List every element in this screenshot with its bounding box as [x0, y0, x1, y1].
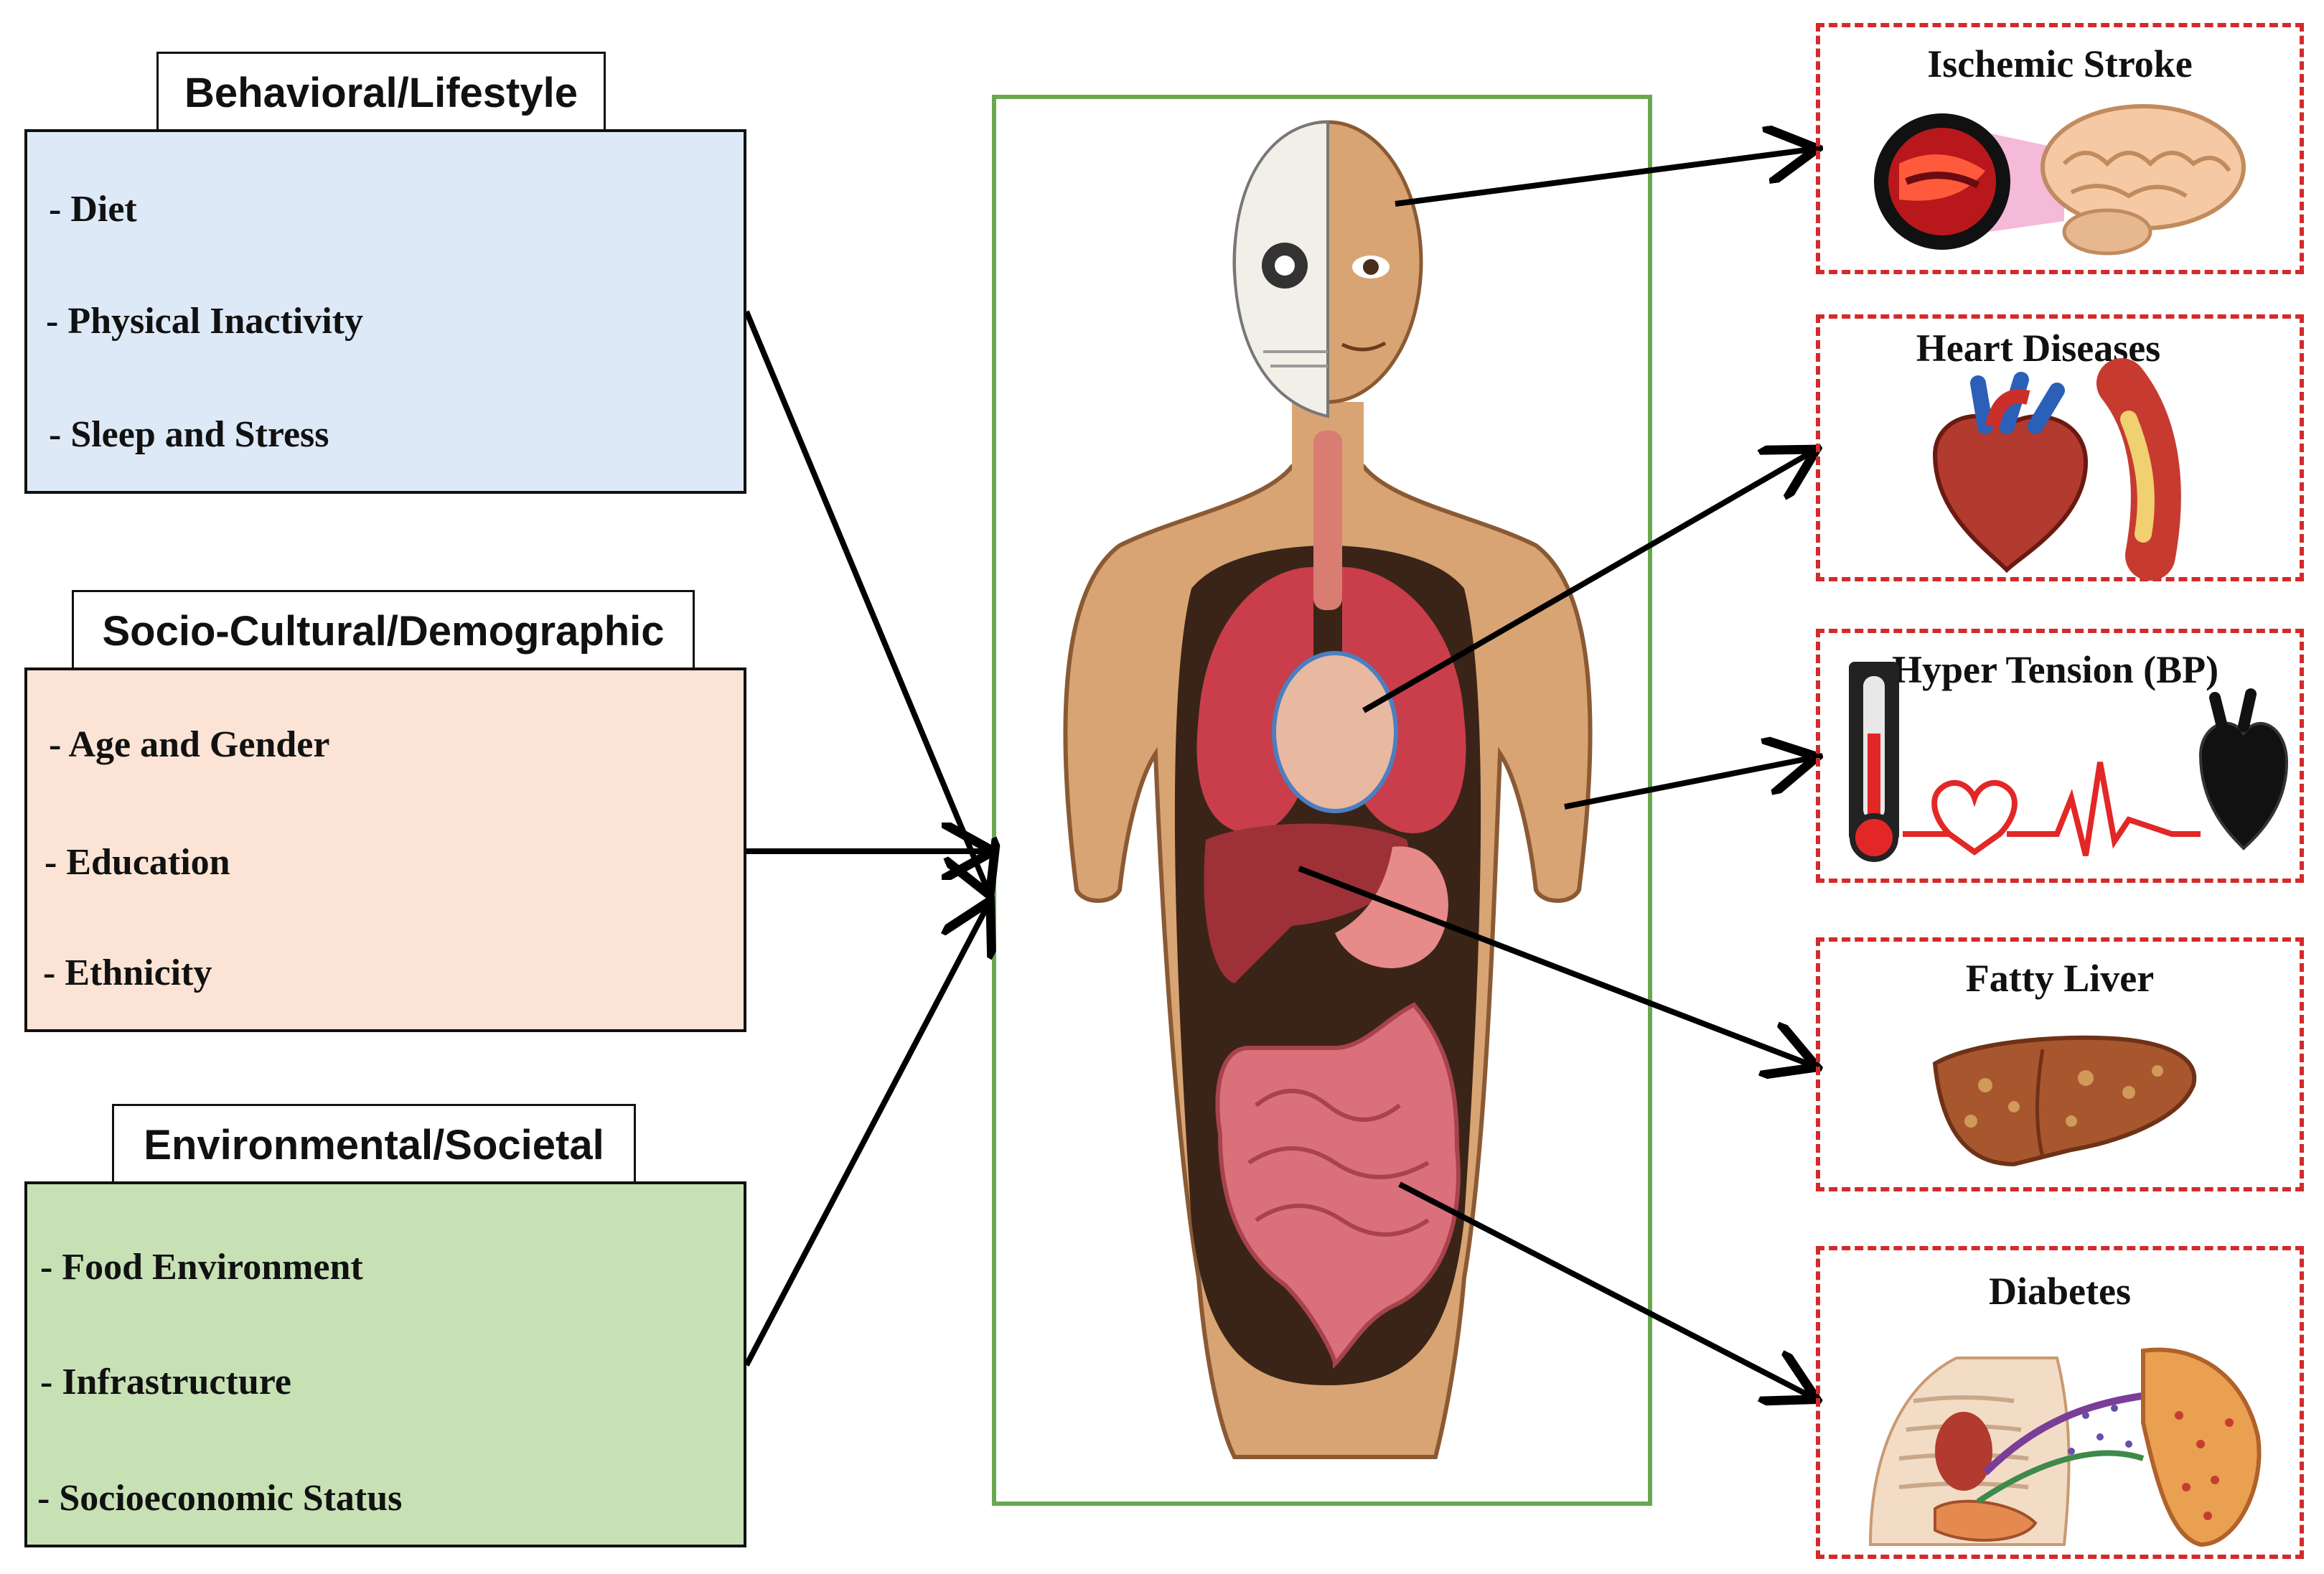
factor-item: - Physical Inactivity — [46, 301, 363, 342]
factor-item: - Age and Gender — [49, 724, 330, 765]
heart-artery-icon — [1932, 358, 2181, 581]
thermometer-heartbeat-icon — [1849, 662, 2289, 862]
outcome-title: Hyper Tension (BP) — [1892, 648, 2219, 691]
outcome-box-heart-diseases: Heart Diseases — [1816, 314, 2304, 581]
outcome-box-ischemic-stroke: Ischemic Stroke — [1816, 23, 2304, 274]
outcome-title: Fatty Liver — [1965, 957, 2155, 1000]
pancreas-icon — [1868, 1347, 2262, 1547]
intestines-icon — [1215, 1002, 1461, 1369]
head-icon — [1232, 120, 1423, 418]
category-title: Behavioral/Lifestyle — [184, 70, 578, 116]
factor-item: - Food Environment — [40, 1247, 363, 1288]
liver-icon — [1932, 1035, 2197, 1167]
arrow-environmental-to-body — [744, 906, 988, 1367]
outcome-title: Heart Diseases — [1916, 327, 2161, 370]
arrow-head-to-stroke — [1395, 149, 1812, 207]
arrow-behavioral-to-body — [744, 310, 988, 890]
factor-item: - Infrastructure — [40, 1362, 291, 1402]
factor-item: - Education — [44, 842, 230, 883]
outcome-box-fatty-liver: Fatty Liver — [1816, 937, 2304, 1191]
arrow-intestine-to-diabetes — [1398, 1181, 1812, 1397]
brain-artery-icon — [1874, 104, 2246, 256]
factor-item: - Sleep and Stress — [49, 414, 329, 455]
category-title: Socio-Cultural/Demographic — [102, 608, 665, 655]
outcome-box-diabetes: Diabetes — [1816, 1246, 2304, 1559]
category-tab-behavioral: Behavioral/Lifestyle — [156, 52, 606, 132]
outcome-box-hypertension: Hyper Tension (BP) — [1816, 629, 2304, 883]
factor-item: - Diet — [49, 189, 137, 230]
heart-organ-icon — [1272, 651, 1398, 813]
factor-item: - Socioeconomic Status — [37, 1478, 403, 1519]
outcome-title: Ischemic Stroke — [1927, 42, 2193, 85]
stomach-icon — [1335, 846, 1448, 968]
factor-item: - Ethnicity — [43, 952, 212, 993]
category-box-environmental: - Food Environment - Infrastructure - So… — [24, 1181, 746, 1547]
liver-organ-icon — [1204, 823, 1410, 983]
body-frame — [992, 95, 1652, 1506]
arrow-liver-to-fatty-liver — [1298, 866, 1812, 1065]
trachea-icon — [1313, 431, 1342, 610]
arrow-arm-to-hypertension — [1564, 758, 1812, 810]
category-box-behavioral: - Diet - Physical Inactivity - Sleep and… — [24, 129, 746, 494]
outcome-title: Diabetes — [1989, 1270, 2131, 1313]
arrow-heart-to-heart-diseases — [1362, 452, 1812, 713]
category-tab-socio-cultural: Socio-Cultural/Demographic — [72, 590, 695, 670]
category-box-socio-cultural: - Age and Gender - Education - Ethnicity — [24, 667, 746, 1032]
category-tab-environmental: Environmental/Societal — [112, 1104, 636, 1184]
category-title: Environmental/Societal — [144, 1122, 604, 1168]
